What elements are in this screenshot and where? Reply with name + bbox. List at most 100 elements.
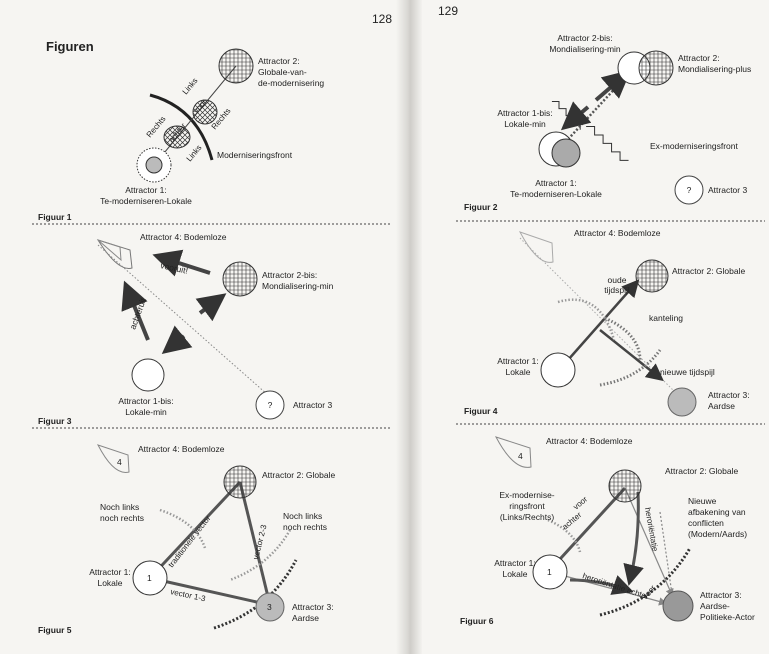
label-voor: voor bbox=[572, 494, 590, 511]
figure-5: 4 Attractor 4: Bodemloze 1 3 Attractor 2… bbox=[38, 444, 336, 635]
label-nieuwe-tijdspijl: nieuwe tijdspijl bbox=[660, 367, 715, 377]
figure-caption: Figuur 4 bbox=[464, 406, 498, 416]
label-achter: achter bbox=[561, 510, 584, 531]
dotted-link bbox=[559, 69, 633, 149]
attractor-3-circle bbox=[674, 175, 704, 205]
dashed-line bbox=[659, 511, 673, 595]
attractor-number: 4 bbox=[518, 451, 523, 461]
attractor-3-label: Attractor 3:Aardse bbox=[292, 602, 334, 623]
attractor-1-label: Attractor 1:Lokale bbox=[89, 567, 131, 588]
arrow-to-local bbox=[161, 325, 193, 355]
globe-1bis-icon bbox=[131, 358, 165, 392]
book-gutter bbox=[396, 0, 422, 654]
attractor-1-label: Attractor 1:Lokale bbox=[497, 356, 539, 377]
attractor-4-label: Attractor 4: Bodemloze bbox=[546, 436, 633, 446]
figure-caption: Figuur 1 bbox=[38, 212, 72, 222]
attractor-4-label: Attractor 4: Bodemloze bbox=[138, 444, 225, 454]
attractor-number: 1 bbox=[547, 567, 552, 577]
arrow-oude-tijdspijl bbox=[567, 279, 640, 361]
arrow-to-attractor-1bis bbox=[560, 101, 592, 131]
vector-1-3-line bbox=[149, 576, 271, 607]
globe-3-icon bbox=[667, 387, 697, 417]
modernization-front-arc bbox=[149, 93, 214, 161]
dotted-arc bbox=[547, 518, 582, 553]
bodemloze-cone-icon bbox=[96, 239, 133, 269]
arrow-reorientation bbox=[623, 491, 644, 586]
arrow-to-globe bbox=[195, 293, 227, 322]
label-kanteling: kanteling bbox=[649, 313, 683, 323]
kanteling-arc bbox=[604, 316, 642, 361]
bodemloze-cone-icon bbox=[494, 436, 532, 468]
sphere-stage-icon bbox=[192, 99, 218, 125]
figure-6: 4 Attractor 4: Bodemloze 1 Attractor 2: … bbox=[460, 436, 755, 626]
attractor-number: 4 bbox=[117, 457, 122, 467]
kanteling-arc bbox=[557, 298, 616, 341]
figure-caption: Figuur 3 bbox=[38, 416, 72, 426]
attractor-1bis-label: Attractor 1-bis:Lokale-min bbox=[118, 396, 173, 417]
bodemloze-cone-icon bbox=[96, 444, 130, 473]
bodemloze-cone-icon bbox=[518, 231, 554, 263]
ex-front-label: Ex-modernise-ringsfront(Links/Rechts) bbox=[499, 490, 554, 522]
attractor-3-label: Attractor 3 bbox=[293, 400, 332, 410]
front-arc bbox=[213, 559, 298, 630]
globe-2-icon bbox=[608, 469, 642, 503]
attractor-number: 1 bbox=[147, 573, 152, 583]
label-heroriëntatie: heroriëntatie bbox=[643, 507, 660, 553]
arrow-to-attractor-3 bbox=[624, 487, 674, 598]
arrow-achteruit bbox=[121, 280, 150, 341]
question-mark: ? bbox=[687, 185, 692, 195]
arrow-nieuwe-tijdspijl bbox=[599, 329, 664, 382]
arrow-reorientation bbox=[569, 575, 634, 595]
figure-4: Attractor 4: Bodemloze Attractor 2: Glob… bbox=[464, 228, 750, 417]
front-arc bbox=[599, 349, 662, 387]
figure-1: Links voor Rechts Rechts achter Links At… bbox=[38, 48, 324, 222]
attractor-number: 3 bbox=[267, 602, 272, 612]
globe-2bis-icon bbox=[222, 261, 258, 297]
attractor-2-label: Attractor 2: Globale bbox=[672, 266, 746, 276]
label-links: Links bbox=[181, 76, 200, 96]
attractor-2bis-label: Attractor 2-bis:Mondialisering-min bbox=[549, 33, 621, 54]
attractor-2bis-label: Attractor 2-bis:Mondialisering-min bbox=[262, 270, 334, 291]
page-number-left: 128 bbox=[372, 12, 392, 26]
globe-2-icon bbox=[638, 50, 674, 86]
label-heroriëntatie-achter: heroriëntatie achter bbox=[581, 571, 650, 601]
attractor-3-label: Attractor 3 bbox=[708, 185, 747, 195]
figure-caption: Figuur 5 bbox=[38, 625, 72, 635]
arrow-vooruit bbox=[152, 249, 211, 277]
figure-caption: Figuur 6 bbox=[460, 616, 494, 626]
globe-1-icon bbox=[540, 352, 576, 388]
dotted-arc bbox=[159, 508, 207, 549]
attractor-3-circle bbox=[255, 390, 285, 420]
attractor-2-label: Attractor 2: Globale bbox=[665, 466, 739, 476]
label-voor: voor bbox=[641, 583, 658, 601]
bodemloze-cone-inner bbox=[97, 239, 122, 262]
label-vooruit: vooruit! bbox=[160, 260, 189, 276]
attractor-3-label: Attractor 3:Aardse bbox=[708, 390, 750, 411]
attractor-4-label: Attractor 4: Bodemloze bbox=[140, 232, 227, 242]
sphere-stage-icon bbox=[163, 125, 191, 149]
label-traditional-vector: traditionele vector bbox=[166, 514, 212, 570]
arrow-to-attractor-2bis bbox=[594, 69, 632, 102]
attractor-1-label: Attractor 1:Lokale bbox=[494, 558, 536, 579]
attractor-1-label: Attractor 1:Te-moderniseren-Lokale bbox=[100, 185, 192, 206]
old-vector-line bbox=[548, 486, 627, 572]
figure-3: ? Attractor 4: Bodemloze vooruit! achter… bbox=[38, 232, 334, 426]
question-mark: ? bbox=[268, 400, 273, 410]
traditional-vector-line bbox=[148, 480, 242, 580]
globe-2-icon bbox=[223, 465, 257, 499]
globe-1bis-icon bbox=[551, 138, 581, 168]
front-arc bbox=[599, 547, 692, 617]
arrow-to-attractor-3 bbox=[549, 571, 668, 606]
globe-1-icon bbox=[132, 560, 168, 596]
globe-1-icon bbox=[532, 554, 568, 590]
globe-global-icon bbox=[218, 48, 254, 84]
attractor-3-label: Attractor 3:Aardse-Politieke-Actor bbox=[700, 590, 755, 622]
globe-local-core bbox=[145, 156, 163, 174]
attractor-2-label: Attractor 2:Mondialisering-plus bbox=[678, 53, 751, 74]
dotted-arc bbox=[229, 529, 292, 582]
